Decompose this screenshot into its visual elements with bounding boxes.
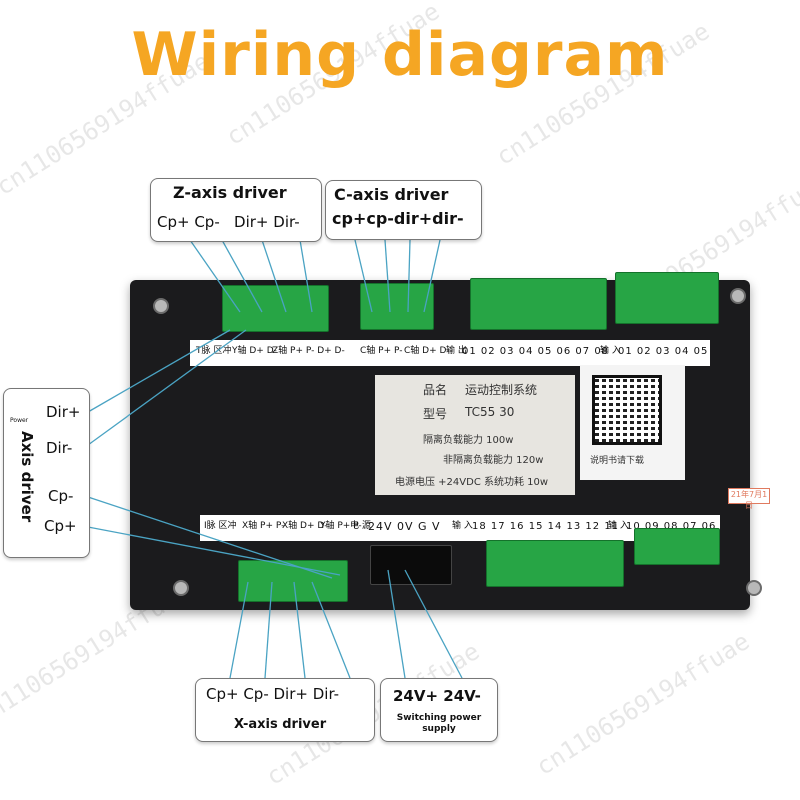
- qr-code-panel: 说明书请下载: [580, 365, 685, 480]
- label-input-bottom-2: 输 入: [608, 521, 629, 531]
- label-pulse-top: T脉 区冲: [196, 346, 232, 356]
- wire-x-dir-minus: [311, 581, 351, 679]
- pin-dir-plus: Dir+: [46, 403, 81, 421]
- z-axis-driver-callout: Z-axis driver Cp+ Cp- Dir+ Dir-: [150, 178, 322, 242]
- label-input-top: 输 入: [600, 346, 621, 356]
- label-x-axis-pulse: X轴 P+ P-: [242, 521, 285, 531]
- wire-c-cp-minus: [384, 239, 391, 313]
- wire-24v-minus: [404, 569, 463, 679]
- power-caption: Switching power supply: [396, 713, 482, 734]
- spec-non-isolated: 非隔离负载能力 120w: [443, 455, 544, 466]
- label-c-axis-dir: C轴 D+ D-: [404, 346, 450, 356]
- pin-cp-plus: Cp+: [44, 517, 77, 535]
- wire-z-cp-plus: [189, 239, 241, 313]
- label-x-axis-dir: X轴 D+ D-: [282, 521, 328, 531]
- power-supply-callout: 24V+ 24V- Switching power supply: [380, 678, 498, 742]
- product-label: 品名 运动控制系统 型号 TC55 30 隔离负载能力 100w 非隔离负载能力…: [375, 375, 575, 495]
- label-y-axis-bottom: Y轴 P+ P-: [320, 521, 362, 531]
- label-output: 输 出: [446, 346, 467, 356]
- mount-hole: [173, 580, 189, 596]
- wire-c-dir-minus: [423, 239, 441, 313]
- wire-z-dir-plus: [261, 239, 287, 313]
- terminal-block-input-top: [615, 272, 719, 324]
- wire-x-cp-plus: [229, 581, 249, 679]
- terminal-block-input-bottom-b: [634, 528, 720, 565]
- wire-y-cp-minus: [87, 496, 333, 579]
- mount-hole: [730, 288, 746, 304]
- model-value: TC55 30: [465, 405, 515, 419]
- label-c-axis-pulse: C轴 P+ P-: [360, 346, 403, 356]
- spec-power: 电源电压 +24VDC 系统功耗 10w: [395, 477, 549, 488]
- x-axis-pins: Cp+ Cp- Dir+ Dir-: [206, 685, 340, 703]
- z-axis-driver-title: Z-axis driver: [173, 183, 287, 202]
- x-axis-driver-title: X-axis driver: [234, 717, 327, 732]
- wire-24v-plus: [387, 569, 406, 679]
- power-connector: [370, 545, 452, 585]
- label-pulse-bottom: I脉 区冲: [204, 521, 237, 531]
- qr-caption: 说明书请下载: [590, 456, 645, 466]
- mount-hole: [746, 580, 762, 596]
- wire-x-dir-plus: [293, 581, 306, 679]
- input-numbers-bottom-b: 10 09 08 07 06: [626, 521, 717, 532]
- label-z-axis: Z轴 P+ P- D+ D-: [272, 346, 345, 356]
- label-power: 电 源: [350, 521, 371, 531]
- c-axis-pins: cp+cp-dir+dir-: [332, 209, 464, 228]
- c-axis-driver-callout: C-axis driver cp+cp-dir+dir-: [325, 180, 482, 240]
- input-numbers-top: 01 02 03 04 05: [618, 346, 709, 357]
- wire-x-cp-minus: [264, 581, 273, 679]
- page-title: Wiring diagram: [131, 20, 669, 90]
- x-axis-driver-callout: Cp+ Cp- Dir+ Dir- X-axis driver: [195, 678, 375, 742]
- terminal-block-output: [470, 278, 607, 330]
- terminal-block-c: [360, 283, 434, 330]
- wire-y-dir-plus: [87, 329, 231, 413]
- c-axis-driver-title: C-axis driver: [334, 185, 449, 204]
- axis-driver-title: Axis driver: [18, 431, 36, 523]
- output-numbers: 01 02 03 04 05 06 07 08: [462, 346, 610, 357]
- bottom-terminal-strip: I脉 区冲 X轴 P+ P- X轴 D+ D- Y轴 P+ P- 电 源 24V…: [200, 515, 720, 541]
- spec-isolated: 隔离负载能力 100w: [423, 435, 514, 446]
- label-y-axis-top: Y轴 D+ D-: [232, 346, 277, 356]
- wire-c-cp-plus: [354, 239, 373, 313]
- wire-y-dir-minus: [87, 329, 247, 446]
- top-terminal-strip: T脉 区冲 Y轴 D+ D- Z轴 P+ P- D+ D- C轴 P+ P- C…: [190, 340, 710, 366]
- power-pins: 24V+ 24V-: [393, 687, 481, 705]
- model-label: 型号: [423, 407, 448, 421]
- terminal-block-input-bottom-a: [486, 540, 624, 587]
- pin-dir-minus: Dir-: [46, 439, 73, 457]
- power-pin-labels: 24V 0V G V: [368, 520, 441, 533]
- label-input-bottom: 输 入: [452, 521, 473, 531]
- axis-driver-callout: Power Axis driver Dir+ Dir- Cp- Cp+: [3, 388, 90, 558]
- name-value: 运动控制系统: [465, 383, 538, 397]
- date-sticker: 21年7月1日: [728, 488, 770, 510]
- power-small-label: Power: [10, 417, 29, 424]
- mount-hole: [153, 298, 169, 314]
- pin-cp-minus: Cp-: [48, 487, 74, 505]
- input-numbers-bottom-a: 18 17 16 15 14 13 12 11: [472, 521, 620, 532]
- z-axis-pins: Cp+ Cp- Dir+ Dir-: [157, 213, 300, 231]
- terminal-block-z: [222, 285, 329, 332]
- wire-z-cp-minus: [221, 239, 263, 313]
- name-label: 品名: [423, 383, 448, 397]
- wire-y-cp-plus: [87, 526, 341, 576]
- terminal-block-x: [238, 560, 348, 602]
- qr-code: [592, 375, 662, 445]
- wire-z-dir-minus: [299, 239, 313, 313]
- wire-c-dir-plus: [407, 239, 411, 313]
